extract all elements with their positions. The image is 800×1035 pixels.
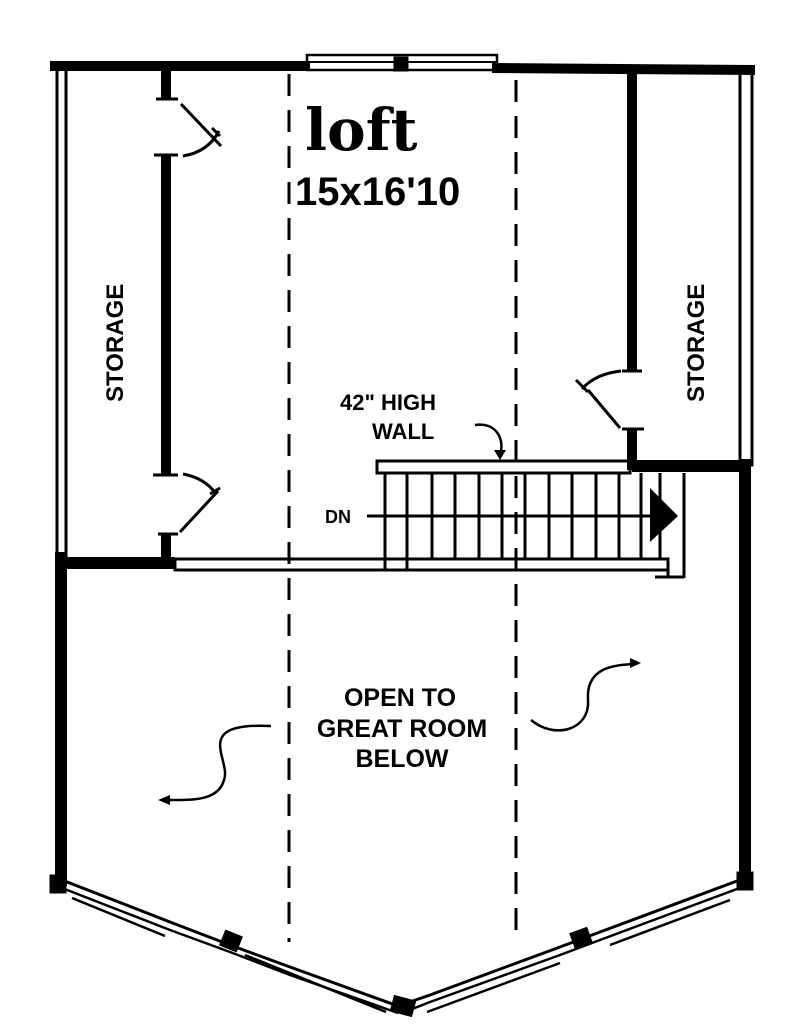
wall-note-line2: WALL: [372, 419, 434, 444]
room-label-storage-left: STORAGE: [102, 284, 129, 402]
open-label-line3: BELOW: [355, 745, 448, 773]
interior-walls: [62, 66, 750, 569]
stair-direction-label: DN: [325, 507, 351, 527]
plan-title: loft: [305, 96, 418, 164]
open-area-arrows: [158, 423, 641, 805]
wall-note-line1: 42" HIGH: [340, 390, 436, 415]
open-label-line1: OPEN TO: [344, 684, 456, 712]
arrow-left-icon: [158, 795, 170, 805]
top-window: [305, 53, 499, 72]
wall-note-arrow-icon: [494, 450, 506, 460]
exterior-walls: [50, 61, 756, 888]
open-label-line2: GREAT ROOM: [317, 715, 487, 743]
bottom-window-walls: [49, 871, 754, 1018]
room-label-storage-right: STORAGE: [683, 284, 710, 402]
arrow-right-icon: [630, 658, 641, 668]
stair-arrow-icon: [650, 488, 678, 542]
dashed-lines: [287, 74, 518, 942]
stairs[interactable]: [367, 473, 686, 578]
plan-dimensions: 15x16'10: [295, 170, 460, 214]
doors[interactable]: [178, 102, 622, 534]
half-wall: [173, 459, 684, 579]
